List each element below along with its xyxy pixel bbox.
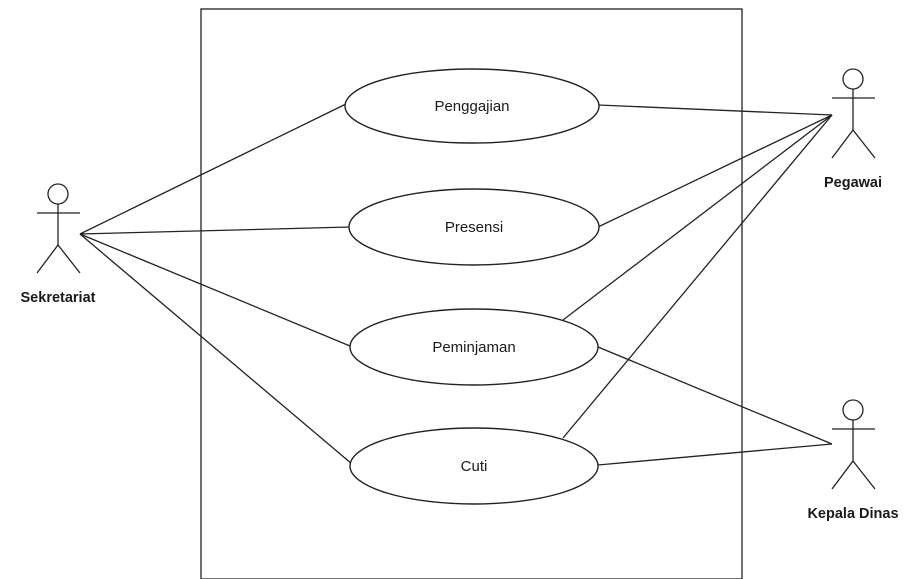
use-case-presensi: Presensi — [348, 188, 600, 266]
actor-pegawai: Pegawai — [824, 68, 882, 191]
use-case-peminjaman: Peminjaman — [349, 308, 599, 386]
association-pegawai-penggajian — [597, 104, 833, 116]
actor-sekretariat: Sekretariat — [21, 183, 96, 306]
use-case-label: Cuti — [461, 458, 488, 475]
association-pegawai-peminjaman — [562, 114, 833, 321]
association-kepala-dinas-cuti — [597, 443, 833, 466]
association-pegawai-cuti — [562, 114, 833, 439]
use-case-penggajian: Penggajian — [344, 68, 600, 144]
association-sekretariat-penggajian — [79, 103, 347, 235]
stick-figure-icon — [831, 68, 876, 159]
actor-label: Kepala Dinas — [807, 506, 898, 522]
system-boundary — [200, 8, 743, 579]
actor-label: Sekretariat — [21, 290, 96, 306]
use-case-cuti: Cuti — [349, 427, 599, 505]
association-kepala-dinas-peminjaman — [597, 346, 833, 445]
associations — [79, 103, 833, 466]
use-case-label: Penggajian — [434, 98, 509, 115]
stick-figure-icon — [36, 183, 81, 274]
association-sekretariat-peminjaman — [79, 233, 351, 347]
actor-kepala-dinas: Kepala Dinas — [807, 399, 899, 522]
use-case-label: Peminjaman — [432, 339, 515, 356]
association-sekretariat-cuti — [79, 233, 353, 465]
stick-figure-icon — [831, 399, 876, 490]
use-case-label: Presensi — [445, 219, 503, 236]
association-pegawai-presensi — [597, 114, 833, 228]
actor-label: Pegawai — [824, 175, 882, 191]
association-sekretariat-presensi — [79, 226, 351, 235]
